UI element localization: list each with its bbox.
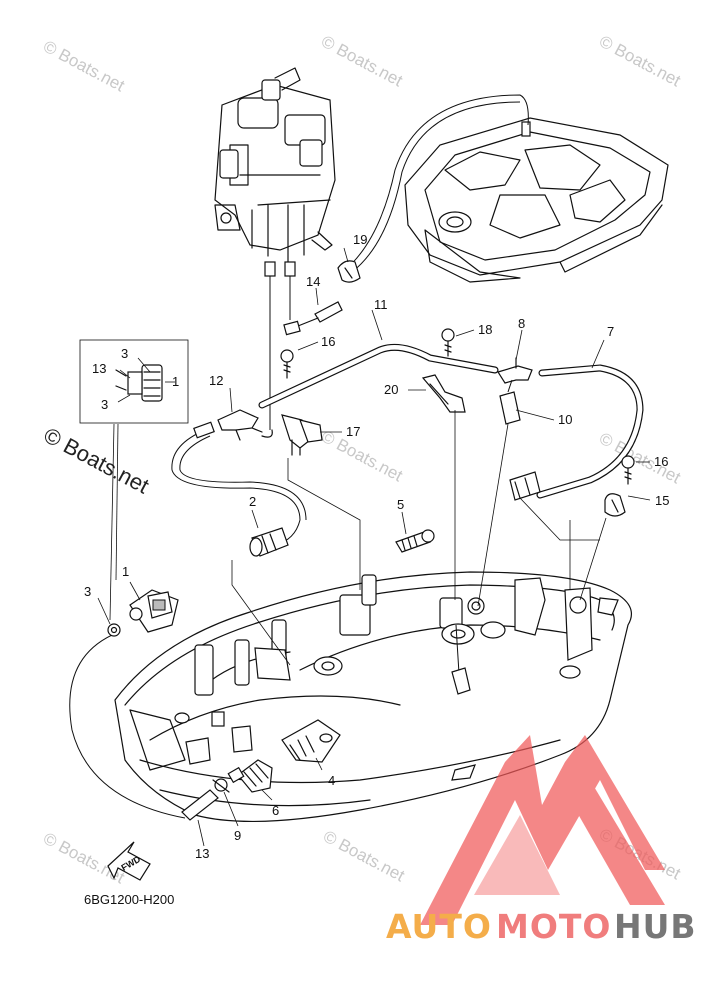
inset-detail-box <box>79 339 189 424</box>
callout-11: 11 <box>374 297 388 312</box>
callout-5: 5 <box>397 497 404 512</box>
callout-3: 3 <box>121 346 128 361</box>
watermark-text: © Boats.net <box>40 37 128 96</box>
callout-10: 10 <box>558 412 572 427</box>
leader-lines <box>97 247 651 847</box>
callout-18: 18 <box>478 322 492 337</box>
callout-13: 13 <box>92 361 106 376</box>
clamp-9 <box>212 778 230 793</box>
hose-clamp-19 <box>337 260 361 283</box>
bolt-16-left <box>280 349 294 379</box>
watermark-text: © Boats.net <box>40 829 128 888</box>
callout-16: 16 <box>321 334 335 349</box>
callout-1: 1 <box>172 374 179 389</box>
watermark-text: © Boats.net <box>318 32 406 91</box>
diagram-code: 6BG1200-H200 <box>84 892 174 907</box>
callout-12: 12 <box>209 373 223 388</box>
callout-6: 6 <box>272 803 279 818</box>
fitting-6 <box>227 759 273 793</box>
screw-5 <box>395 529 435 553</box>
bottom-cowling <box>114 571 632 822</box>
hose-11 <box>258 343 499 409</box>
hose-14 <box>283 301 343 336</box>
watermark-text: © Boats.net <box>596 32 684 91</box>
bolt-18 <box>441 328 455 357</box>
sleeve-2 <box>249 527 289 557</box>
logo-text-hub: HUB <box>614 907 697 946</box>
callout-3: 3 <box>84 584 91 599</box>
bracket-20 <box>421 374 466 413</box>
watermark-text-bold: © Boats.net <box>40 422 154 498</box>
callout-13: 13 <box>195 846 209 861</box>
hose-12-loop <box>171 429 301 546</box>
callout-20: 20 <box>384 382 398 397</box>
callout-4: 4 <box>328 773 335 788</box>
bracket-17 <box>281 414 323 456</box>
clip-15 <box>604 493 626 517</box>
hose-7 <box>536 364 644 499</box>
hose-10 <box>499 379 521 425</box>
logo-triangle-mark <box>420 735 665 925</box>
joint-12 <box>217 409 263 441</box>
automotohub-logo: AUTO MOTO HUB <box>386 735 697 946</box>
callout-15: 15 <box>655 493 669 508</box>
callout-7: 7 <box>607 324 614 339</box>
forward-direction-arrow: FWD <box>107 841 151 881</box>
logo-text-moto: MOTO <box>496 907 611 946</box>
hose-13 <box>69 634 219 821</box>
callout-8: 8 <box>518 316 525 331</box>
hose-fitting <box>509 471 541 501</box>
watermark-text: © Boats.net <box>318 427 406 486</box>
callout-14: 14 <box>306 274 320 289</box>
joint-8 <box>497 357 533 384</box>
callout-2: 2 <box>249 494 256 509</box>
callout-19: 19 <box>353 232 367 247</box>
callout-9: 9 <box>234 828 241 843</box>
callout-16: 16 <box>654 454 668 469</box>
grommet-4 <box>281 719 341 763</box>
callout-1: 1 <box>122 564 129 579</box>
clamp-3 <box>107 623 121 637</box>
watermark-text: © Boats.net <box>320 827 408 886</box>
watermark-text: © Boats.net <box>596 429 684 488</box>
callout-3: 3 <box>101 397 108 412</box>
callout-numbers: 3 13 1 3 1 2 3 4 5 6 7 8 9 10 11 12 13 1… <box>84 232 669 861</box>
bolt-16-right <box>621 455 635 485</box>
logo-text-auto: AUTO <box>386 907 492 946</box>
connector-1 <box>129 589 179 633</box>
upper-breather-hose <box>344 94 529 271</box>
engine-base-plate <box>404 117 669 283</box>
callout-17: 17 <box>346 424 360 439</box>
